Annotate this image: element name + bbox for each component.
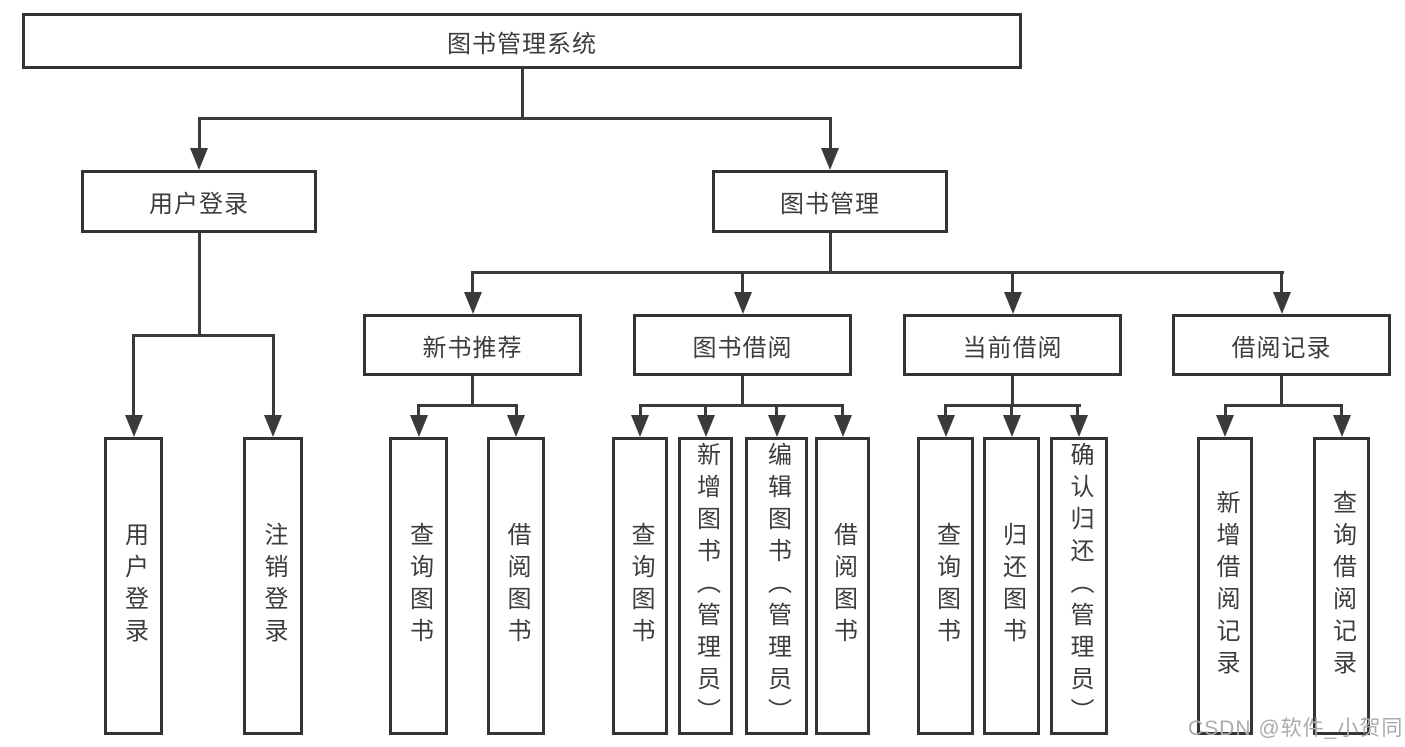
- connector-line: [1340, 407, 1343, 415]
- connector-line: [514, 407, 518, 415]
- arrow-down-icon: [1070, 415, 1088, 437]
- arrow-down-icon: [507, 415, 525, 437]
- leaf-borrow-add-books-admin: 新增图书（管理员）: [678, 437, 733, 735]
- leaf-records-query-record-label: 查询借阅记录: [1328, 490, 1356, 682]
- node-user-login-label: 用户登录: [149, 191, 249, 218]
- node-borrowing-records: 借阅记录: [1172, 314, 1391, 376]
- arrow-down-icon: [190, 148, 208, 170]
- arrow-down-icon: [409, 415, 428, 437]
- connector-line: [638, 404, 844, 407]
- leaf-borrow-borrow-books-label: 借阅图书: [829, 522, 857, 650]
- leaf-borrow-add-books-admin-label: 新增图书（管理员）: [692, 442, 720, 730]
- connector-line: [132, 337, 135, 415]
- connector-line: [775, 407, 778, 415]
- connector-line: [271, 337, 275, 415]
- connector-line: [944, 404, 1081, 407]
- node-current-borrowing: 当前借阅: [903, 314, 1122, 376]
- arrow-down-icon: [1216, 415, 1234, 437]
- node-current-borrowing-label: 当前借阅: [962, 334, 1063, 362]
- leaf-rec-query-books: 查询图书: [389, 437, 448, 735]
- connector-line: [417, 404, 518, 407]
- connector-line: [828, 233, 832, 271]
- node-new-book-recommendation-label: 新书推荐: [422, 334, 523, 362]
- node-root-label: 图书管理系统: [447, 30, 597, 58]
- csdn-watermark: CSDN @软件_小贺同学: [1188, 717, 1405, 740]
- connector-line: [1280, 376, 1283, 404]
- leaf-logout-label: 注销登录: [260, 522, 287, 650]
- connector-line: [704, 407, 707, 415]
- leaf-borrow-edit-books-admin: 编辑图书（管理员）: [745, 437, 808, 735]
- node-book-management-label: 图书管理: [780, 191, 880, 218]
- leaf-current-return-books-label: 归还图书: [998, 522, 1026, 650]
- connector-line: [197, 233, 201, 334]
- arrow-down-icon: [733, 292, 752, 314]
- leaf-user-login: 用户登录: [104, 437, 163, 735]
- connector-line: [1011, 376, 1014, 404]
- arrow-down-icon: [821, 148, 839, 170]
- connector-line: [471, 376, 474, 404]
- connector-line: [741, 376, 744, 404]
- connector-line: [1223, 404, 1343, 407]
- leaf-borrow-query-books-label: 查询图书: [627, 522, 654, 650]
- connector-line: [828, 120, 832, 148]
- leaf-borrow-edit-books-admin-label: 编辑图书（管理员）: [763, 442, 791, 730]
- node-book-borrowing: 图书借阅: [633, 314, 852, 376]
- connector-line: [471, 271, 1284, 274]
- leaf-rec-query-books-label: 查询图书: [405, 522, 433, 650]
- connector-line: [638, 407, 642, 415]
- leaf-current-return-books: 归还图书: [983, 437, 1040, 735]
- connector-line: [841, 407, 844, 415]
- arrow-down-icon: [936, 415, 955, 437]
- connector-line: [1280, 274, 1283, 292]
- leaf-records-add-record-label: 新增借阅记录: [1212, 490, 1239, 682]
- arrow-down-icon: [264, 415, 282, 437]
- connector-line: [417, 407, 420, 415]
- connector-line: [132, 334, 275, 337]
- arrow-down-icon: [124, 415, 143, 437]
- arrow-down-icon: [833, 415, 852, 437]
- leaf-current-query-books: 查询图书: [917, 437, 974, 735]
- connector-line: [1223, 407, 1227, 415]
- connector-line: [520, 69, 524, 117]
- arrow-down-icon: [1003, 292, 1022, 314]
- node-book-borrowing-label: 图书借阅: [692, 334, 793, 362]
- leaf-borrow-borrow-books: 借阅图书: [815, 437, 870, 735]
- connector-line: [197, 117, 832, 120]
- connector-line: [741, 274, 744, 292]
- leaf-current-confirm-return-admin: 确认归还（管理员）: [1050, 437, 1108, 735]
- node-new-book-recommendation: 新书推荐: [363, 314, 582, 376]
- leaf-logout: 注销登录: [243, 437, 303, 735]
- arrow-down-icon: [1002, 415, 1021, 437]
- connector-line: [197, 120, 201, 148]
- connector-line: [944, 407, 947, 415]
- node-root-library-management-system: 图书管理系统: [22, 13, 1022, 69]
- leaf-records-query-record: 查询借阅记录: [1313, 437, 1370, 735]
- leaf-borrow-query-books: 查询图书: [612, 437, 668, 735]
- leaf-user-login-label: 用户登录: [120, 522, 148, 650]
- leaf-rec-borrow-books: 借阅图书: [487, 437, 545, 735]
- arrow-down-icon: [1272, 292, 1291, 314]
- arrow-down-icon: [1332, 415, 1351, 437]
- node-user-login: 用户登录: [81, 170, 317, 233]
- arrow-down-icon: [463, 292, 482, 314]
- arrow-down-icon: [696, 415, 715, 437]
- arrow-down-icon: [767, 415, 786, 437]
- arrow-down-icon: [631, 415, 649, 437]
- node-borrowing-records-label: 借阅记录: [1231, 334, 1332, 362]
- leaf-current-query-books-label: 查询图书: [932, 522, 960, 650]
- leaf-rec-borrow-books-label: 借阅图书: [503, 522, 530, 650]
- node-book-management: 图书管理: [712, 170, 948, 233]
- connector-line: [1076, 407, 1079, 415]
- connector-line: [1011, 274, 1014, 292]
- connector-line: [471, 274, 474, 292]
- connector-line: [1010, 407, 1013, 415]
- leaf-current-confirm-return-admin-label: 确认归还（管理员）: [1066, 442, 1093, 730]
- leaf-records-add-record: 新增借阅记录: [1197, 437, 1253, 735]
